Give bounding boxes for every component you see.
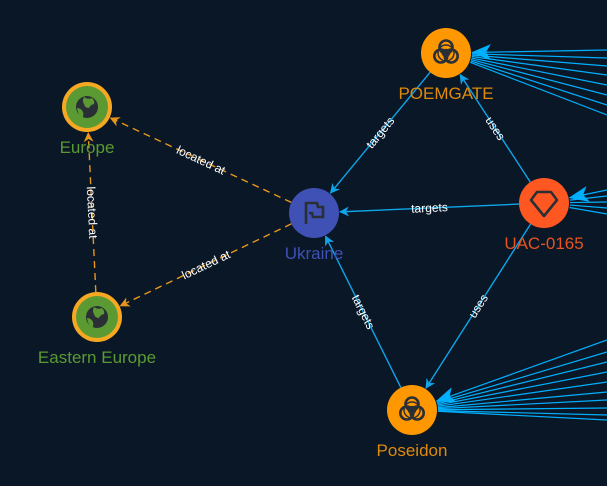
offscreen-relation-edge[interactable]	[437, 371, 607, 406]
offscreen-relation-edge[interactable]	[437, 407, 607, 411]
globe-icon	[76, 96, 98, 118]
edge-label: located at	[174, 143, 228, 178]
node-circle[interactable]	[289, 188, 339, 238]
offscreen-relation-edge[interactable]	[471, 57, 607, 86]
relation-edge-located-at[interactable]: located at	[83, 131, 100, 293]
globe-icon	[86, 306, 108, 328]
edge-label: targets	[349, 292, 378, 331]
biohazard-icon	[399, 396, 425, 421]
offscreen-relation-edge[interactable]	[569, 201, 607, 204]
edge-line[interactable]	[329, 71, 431, 194]
relation-edge-targets[interactable]: targets	[338, 200, 520, 217]
edge-line[interactable]	[425, 223, 532, 389]
offscreen-relation-edge[interactable]	[437, 391, 607, 409]
offscreen-relation-edge[interactable]	[437, 410, 607, 416]
offscreen-relation-edge[interactable]	[437, 410, 607, 421]
edge-label: targets	[363, 114, 397, 151]
offscreen-relation-edge[interactable]	[569, 206, 607, 215]
offscreen-relation-edge[interactable]	[568, 186, 607, 202]
offscreen-relation-edge[interactable]	[435, 339, 607, 403]
edge-label: uses	[466, 292, 491, 321]
edge-label: targets	[411, 200, 448, 216]
edge-line[interactable]	[119, 223, 292, 307]
offscreen-relation-edge[interactable]	[569, 195, 607, 201]
node-uac-0165[interactable]: UAC-0165	[504, 178, 584, 253]
edge-label: located at	[179, 247, 233, 282]
edge-line[interactable]	[324, 235, 402, 388]
node-label: Europe	[60, 138, 115, 157]
node-ukraine[interactable]: Ukraine	[285, 188, 344, 263]
offscreen-relation-edge[interactable]	[436, 351, 607, 404]
node-label: Eastern Europe	[38, 348, 156, 367]
offscreen-relation-edge[interactable]	[471, 58, 607, 96]
relation-edge-located-at[interactable]: located at	[109, 117, 292, 204]
offscreen-relation-edge[interactable]	[437, 399, 607, 410]
node-poseidon[interactable]: Poseidon	[377, 385, 448, 460]
offscreen-relation-edge[interactable]	[437, 361, 607, 405]
diamond-icon	[529, 190, 559, 218]
offscreen-relation-edge[interactable]	[471, 54, 607, 67]
edge-line[interactable]	[338, 203, 520, 217]
node-europe[interactable]: Europe	[60, 82, 115, 157]
node-poemgate[interactable]: POEMGATE	[398, 28, 494, 103]
offscreen-relation-edge[interactable]	[471, 55, 607, 76]
offscreen-relation-edge[interactable]	[569, 204, 607, 209]
node-label: UAC-0165	[504, 234, 583, 253]
offscreen-relation-edge[interactable]	[437, 381, 607, 407]
node-circle[interactable]	[519, 178, 569, 228]
flag-icon	[304, 201, 325, 224]
offscreen-relation-edge[interactable]	[470, 60, 607, 106]
offscreen-relation-edge[interactable]	[470, 44, 607, 61]
offscreen-relation-edge[interactable]	[470, 61, 607, 116]
edge-line[interactable]	[83, 131, 97, 293]
node-label: POEMGATE	[398, 84, 493, 103]
offscreen-relation-edge[interactable]	[471, 53, 607, 59]
edge-line[interactable]	[109, 117, 292, 204]
edge-label: uses	[482, 114, 508, 143]
node-label: Ukraine	[285, 244, 344, 263]
relation-edge-located-at[interactable]: located at	[119, 223, 292, 307]
node-label: Poseidon	[377, 441, 448, 460]
edge-label: located at	[84, 186, 100, 239]
node-eastern-europe[interactable]: Eastern Europe	[38, 292, 156, 367]
biohazard-icon	[433, 39, 459, 64]
edge-line[interactable]	[459, 73, 531, 183]
